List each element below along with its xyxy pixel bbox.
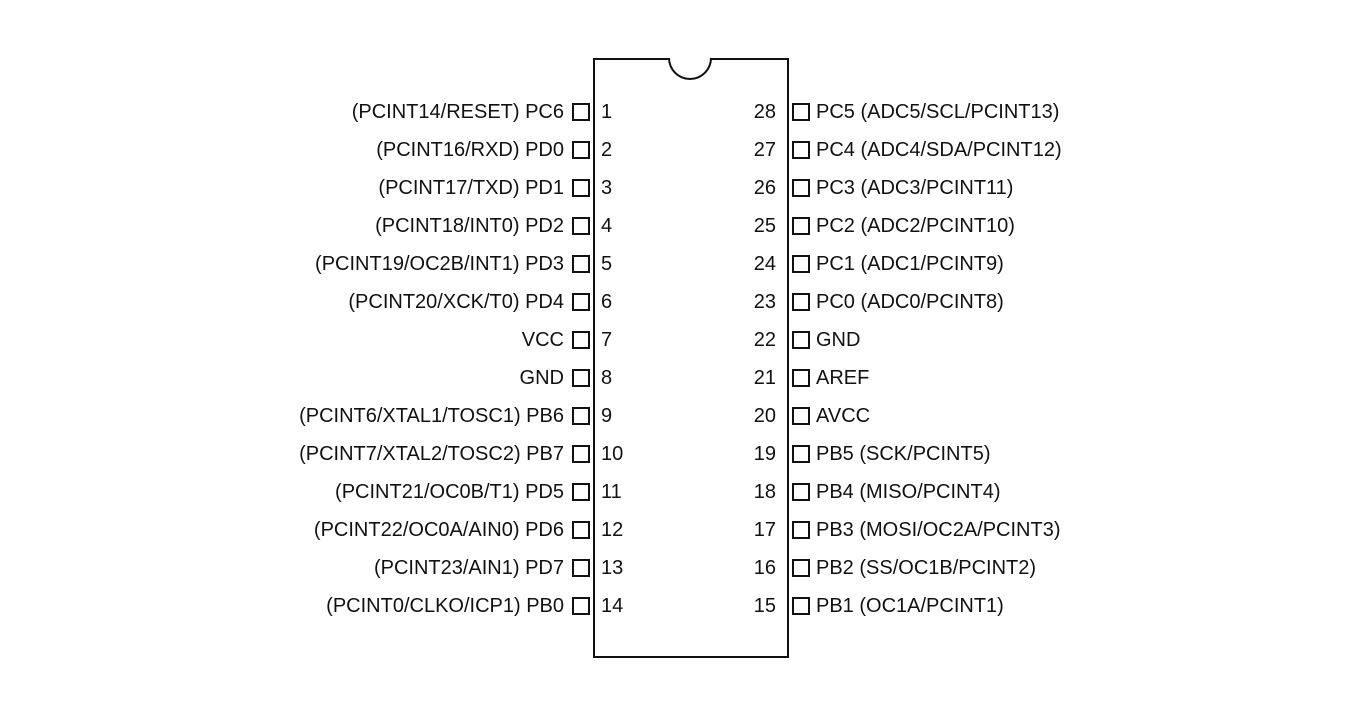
pin-row: (PCINT17/TXD) PD1 3 26 PC3 (ADC3/PCINT11): [0, 169, 1356, 207]
pin-lead-box-left: [572, 597, 590, 615]
pin-label-left: (PCINT19/OC2B/INT1) PD3: [315, 253, 564, 275]
pin-lead-box-left: [572, 179, 590, 197]
pin-row: (PCINT20/XCK/T0) PD4 6 23 PC0 (ADC0/PCINT8): [0, 283, 1356, 321]
pin-label-right: PB3 (MOSI/OC2A/PCINT3): [816, 519, 1061, 541]
pin-label-left: (PCINT16/RXD) PD0: [376, 139, 564, 161]
pin-label-right: GND: [816, 329, 861, 351]
pin-label-right: PB1 (OC1A/PCINT1): [816, 595, 1004, 617]
pin-lead-box-left: [572, 521, 590, 539]
pin-lead-box-right: [792, 559, 810, 577]
pin-number-left: 4: [601, 215, 613, 237]
pin-number-left: 13: [601, 557, 624, 579]
pin-label-right: PC5 (ADC5/SCL/PCINT13): [816, 101, 1060, 123]
pin-row: (PCINT19/OC2B/INT1) PD3 5 24 PC1 (ADC1/PCIN…: [0, 245, 1356, 283]
pin-label-right: AREF: [816, 367, 870, 389]
pin-lead-box-left: [572, 141, 590, 159]
pin-number-left: 1: [601, 101, 613, 123]
pin-number-right: 23: [753, 291, 776, 313]
pin-number-left: 3: [601, 177, 613, 199]
pin-label-right: PC3 (ADC3/PCINT11): [816, 177, 1014, 199]
pin-lead-box-right: [792, 331, 810, 349]
pin-row: (PCINT22/OC0A/AIN0) PD6 12 17 PB3 (MOSI/OC2…: [0, 511, 1356, 549]
pin-row: (PCINT18/INT0) PD2 4 25 PC2 (ADC2/PCINT10): [0, 207, 1356, 245]
pin-lead-box-right: [792, 217, 810, 235]
pin-label-left: (PCINT6/XTAL1/TOSC1) PB6: [299, 405, 564, 427]
pin-label-left: (PCINT18/INT0) PD2: [375, 215, 564, 237]
pin-label-right: PC2 (ADC2/PCINT10): [816, 215, 1015, 237]
pin-label-right: PC4 (ADC4/SDA/PCINT12): [816, 139, 1062, 161]
pin-lead-box-right: [792, 369, 810, 387]
pin-number-left: 2: [601, 139, 613, 161]
pin-lead-box-right: [792, 293, 810, 311]
pin-lead-box-right: [792, 407, 810, 425]
pin-row: (PCINT21/OC0B/T1) PD5 11 18 PB4 (MISO/PCINT…: [0, 473, 1356, 511]
pin-label-left: (PCINT21/OC0B/T1) PD5: [335, 481, 564, 503]
pin-label-left: (PCINT22/OC0A/AIN0) PD6: [313, 519, 564, 541]
pin-label-left: (PCINT20/XCK/T0) PD4: [348, 291, 564, 313]
pin-number-right: 15: [753, 595, 776, 617]
pin-lead-box-right: [792, 445, 810, 463]
pin-number-right: 19: [753, 443, 776, 465]
pin-number-right: 20: [753, 405, 776, 427]
pin-number-left: 5: [601, 253, 613, 275]
pin-lead-box-right: [792, 141, 810, 159]
pin-number-right: 22: [753, 329, 776, 351]
pin-lead-box-left: [572, 407, 590, 425]
pin-number-right: 27: [753, 139, 776, 161]
pin-row: (PCINT23/AIN1) PD7 13 16 PB2 (SS/OC1B/PCINT…: [0, 549, 1356, 587]
pin-lead-box-right: [792, 597, 810, 615]
pin-row: (PCINT16/RXD) PD0 2 27 PC4 (ADC4/SDA/PCINT1…: [0, 131, 1356, 169]
pin-lead-box-right: [792, 255, 810, 273]
pin-lead-box-right: [792, 483, 810, 501]
ic-package-body: [593, 58, 789, 658]
pin-label-right: AVCC: [816, 405, 871, 427]
pin-number-right: 18: [753, 481, 776, 503]
pin-row: (PCINT14/RESET) PC6 1 28 PC5 (ADC5/SCL/PCIN…: [0, 93, 1356, 131]
pin-row: GND 8 21 AREF: [0, 359, 1356, 397]
pin-number-left: 11: [601, 481, 622, 503]
pin-label-right: PB2 (SS/OC1B/PCINT2): [816, 557, 1037, 579]
pin-lead-box-right: [792, 179, 810, 197]
pin-lead-box-right: [792, 103, 810, 121]
pin-lead-box-left: [572, 103, 590, 121]
pin-number-right: 24: [753, 253, 776, 275]
pin-lead-box-left: [572, 217, 590, 235]
pin-number-left: 7: [601, 329, 613, 351]
pin-lead-box-left: [572, 483, 590, 501]
pin-label-left: (PCINT14/RESET) PC6: [351, 101, 564, 123]
pin-lead-box-left: [572, 559, 590, 577]
pin-number-left: 6: [601, 291, 613, 313]
pin-row: (PCINT0/CLKO/ICP1) PB0 14 15 PB1 (OC1A/PCIN…: [0, 587, 1356, 625]
pin-row: (PCINT6/XTAL1/TOSC1) PB6 9 20 AVCC: [0, 397, 1356, 435]
pin-label-left: VCC: [521, 329, 564, 351]
pin-number-right: 26: [753, 177, 776, 199]
pin-number-right: 17: [753, 519, 776, 541]
pin-number-right: 25: [753, 215, 776, 237]
pin-row: VCC 7 22 GND: [0, 321, 1356, 359]
pin-number-left: 8: [601, 367, 613, 389]
pin-lead-box-left: [572, 369, 590, 387]
pin-number-right: 21: [753, 367, 776, 389]
pin-label-right: PB4 (MISO/PCINT4): [816, 481, 1001, 503]
pin-label-left: (PCINT23/AIN1) PD7: [373, 557, 564, 579]
pin-label-left: (PCINT7/XTAL2/TOSC2) PB7: [299, 443, 564, 465]
pin-lead-box-left: [572, 293, 590, 311]
pin-row: (PCINT7/XTAL2/TOSC2) PB7 10 19 PB5 (SCK/PCI…: [0, 435, 1356, 473]
pin-lead-box-left: [572, 445, 590, 463]
pin-label-right: PC0 (ADC0/PCINT8): [816, 291, 1004, 313]
pin-number-left: 10: [601, 443, 624, 465]
pin-number-right: 28: [753, 101, 776, 123]
pin-label-left: GND: [519, 367, 564, 389]
pin-label-right: PC1 (ADC1/PCINT9): [816, 253, 1004, 275]
pin-number-left: 9: [601, 405, 613, 427]
pin-lead-box-left: [572, 255, 590, 273]
pin-number-right: 16: [753, 557, 776, 579]
pin-number-left: 14: [601, 595, 624, 617]
pin-lead-box-right: [792, 521, 810, 539]
pin-lead-box-left: [572, 331, 590, 349]
pin-label-left: (PCINT0/CLKO/ICP1) PB0: [326, 595, 564, 617]
pin-number-left: 12: [601, 519, 624, 541]
pin-label-right: PB5 (SCK/PCINT5): [816, 443, 991, 465]
pin-label-left: (PCINT17/TXD) PD1: [378, 177, 564, 199]
